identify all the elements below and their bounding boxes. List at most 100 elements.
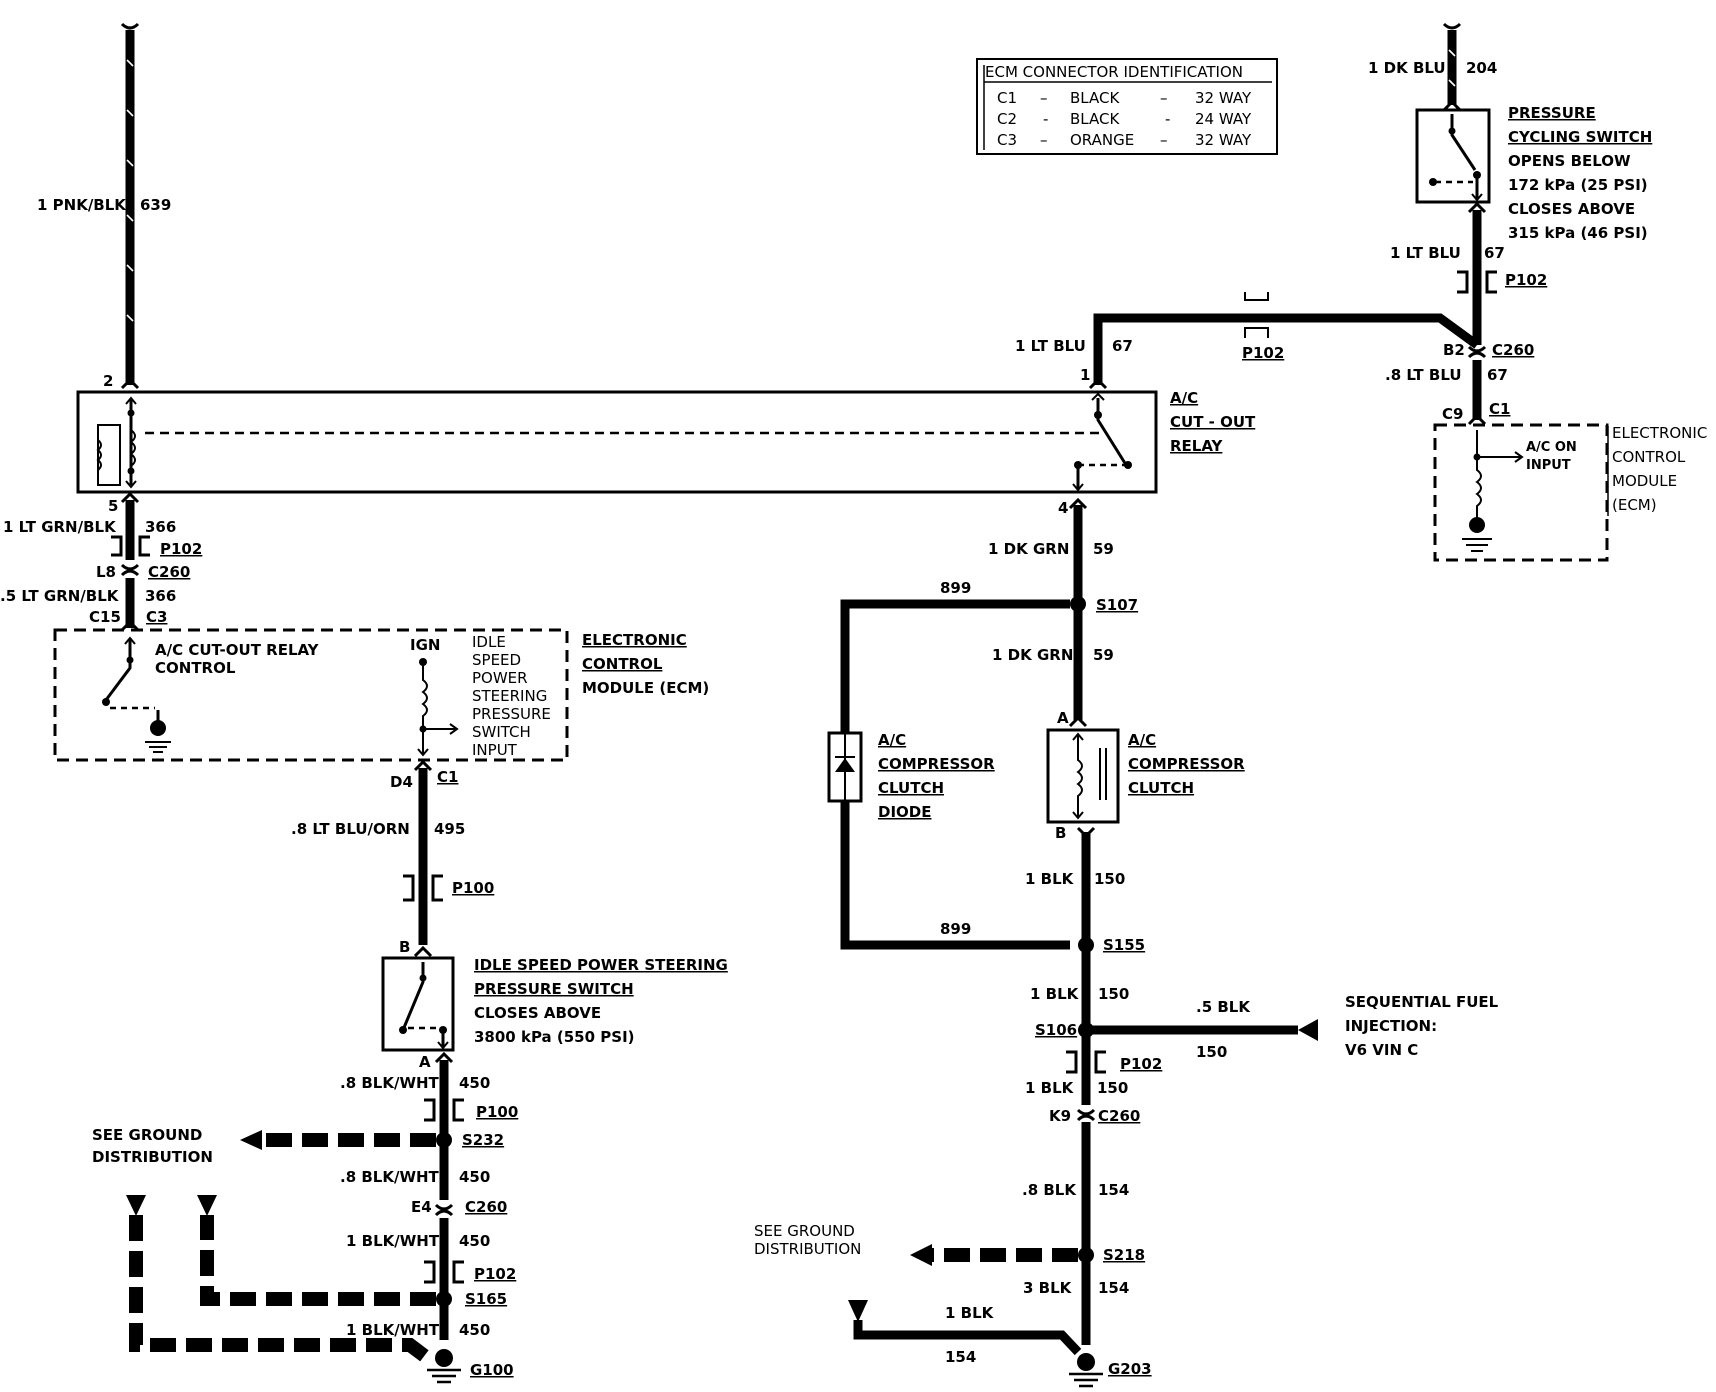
svg-text:S232: S232 [462, 1131, 504, 1149]
svg-text:150: 150 [1098, 985, 1129, 1003]
svg-text:150: 150 [1196, 1043, 1227, 1061]
svg-text:32 WAY: 32 WAY [1195, 89, 1252, 107]
ac-compressor-clutch-diode: A/C COMPRESSOR CLUTCH DIODE [827, 731, 995, 821]
ecm-table-row: C1 – BLACK – 32 WAY [997, 89, 1252, 107]
svg-text:C15: C15 [89, 608, 121, 626]
splice-s218 [1078, 1247, 1094, 1263]
svg-text:150: 150 [1094, 870, 1125, 888]
ground-g100: G100 [427, 1349, 514, 1384]
svg-text:G203: G203 [1108, 1360, 1152, 1378]
svg-text:IGN: IGN [410, 636, 440, 654]
relay-pin-5: 5 [108, 497, 118, 515]
ecm-table-row: C3 – ORANGE – 32 WAY [997, 131, 1252, 149]
svg-text:366: 366 [145, 587, 176, 605]
wire-366: 5 1 LT GRN/BLK 366 P102 L8 C260 .5 LT GR… [0, 491, 202, 632]
svg-text:P100: P100 [476, 1103, 518, 1121]
svg-text:C260: C260 [1098, 1107, 1140, 1125]
svg-text:366: 366 [145, 518, 176, 536]
svg-text:1 LT BLU: 1 LT BLU [1015, 337, 1086, 355]
svg-text:P102: P102 [1120, 1055, 1162, 1073]
svg-text:C9: C9 [1442, 405, 1463, 423]
connector-c3: C3 [146, 608, 167, 626]
svg-text:RELAY: RELAY [1170, 437, 1224, 455]
svg-text:CLOSES ABOVE: CLOSES ABOVE [474, 1004, 601, 1022]
connector-p100: P100 [452, 879, 494, 897]
svg-text:-: - [1165, 110, 1170, 128]
svg-text:SPEED: SPEED [472, 651, 521, 669]
svg-text:67: 67 [1487, 366, 1508, 384]
svg-text:172 kPa (25 PSI): 172 kPa (25 PSI) [1508, 176, 1648, 194]
svg-text:1 BLK/WHT: 1 BLK/WHT [346, 1232, 440, 1250]
svg-text:1 DK GRN: 1 DK GRN [992, 646, 1073, 664]
svg-text:ELECTRONIC: ELECTRONIC [1612, 424, 1707, 442]
svg-text:SEE GROUND: SEE GROUND [754, 1222, 855, 1240]
wire-204: 1 DK BLU 204 [1368, 22, 1497, 112]
svg-text:.8 LT BLU/ORN: .8 LT BLU/ORN [291, 820, 410, 838]
wire-450: .8 BLK/WHT 450 P100 S232 .8 BLK/WHT 450 … [340, 1051, 518, 1340]
svg-text:BLACK: BLACK [1070, 110, 1120, 128]
svg-text:PRESSURE: PRESSURE [472, 705, 551, 723]
svg-text:P102: P102 [1242, 344, 1284, 362]
svg-text:SEQUENTIAL FUEL: SEQUENTIAL FUEL [1345, 993, 1499, 1011]
svg-text:B: B [399, 938, 410, 956]
ac-compressor-clutch: A/C COMPRESSOR CLUTCH B [1046, 728, 1245, 842]
svg-text:1 LT BLU: 1 LT BLU [1390, 244, 1461, 262]
svg-text:450: 450 [459, 1074, 490, 1092]
svg-text:STEERING: STEERING [472, 687, 547, 705]
wire-639: 1 PNK/BLK 639 2 [37, 22, 171, 390]
ac-cut-out-relay: A/C CUT - OUT RELAY [76, 389, 1256, 494]
svg-text:CLUTCH: CLUTCH [878, 779, 944, 797]
splice-s165 [436, 1291, 452, 1307]
svg-text:A/C CUT-OUT RELAY: A/C CUT-OUT RELAY [155, 641, 320, 659]
svg-text:DIODE: DIODE [878, 803, 931, 821]
svg-text:1 BLK: 1 BLK [1030, 985, 1080, 1003]
svg-text:CONTROL: CONTROL [155, 659, 236, 677]
svg-text:C1: C1 [1489, 400, 1510, 418]
svg-text:.8 BLK/WHT: .8 BLK/WHT [340, 1074, 440, 1092]
svg-text:MODULE (ECM): MODULE (ECM) [582, 679, 709, 697]
svg-text:B2: B2 [1443, 341, 1465, 359]
relay-pin-4: 4 [1058, 499, 1068, 517]
svg-text:1 DK GRN: 1 DK GRN [988, 540, 1069, 558]
svg-text:OPENS BELOW: OPENS BELOW [1508, 152, 1631, 170]
svg-text:SWITCH: SWITCH [472, 723, 531, 741]
svg-text:67: 67 [1484, 244, 1505, 262]
svg-text:1 BLK/WHT: 1 BLK/WHT [346, 1321, 440, 1339]
svg-text:.8 BLK/WHT: .8 BLK/WHT [340, 1168, 440, 1186]
svg-text:COMPRESSOR: COMPRESSOR [878, 755, 995, 773]
svg-text:32 WAY: 32 WAY [1195, 131, 1252, 149]
svg-text:A/C: A/C [878, 731, 906, 749]
ground-distribution-left: SEE GROUND DISTRIBUTION [92, 1126, 436, 1366]
connector-p102: P102 [160, 540, 202, 558]
svg-text:G100: G100 [470, 1361, 514, 1379]
relay-pin-2: 2 [103, 372, 113, 390]
svg-text:–: – [1040, 89, 1048, 107]
svg-text:450: 450 [459, 1321, 490, 1339]
svg-text:-: - [1043, 110, 1048, 128]
svg-text:CONTROL: CONTROL [582, 655, 663, 673]
svg-text:IDLE: IDLE [472, 633, 506, 651]
svg-text:V6 VIN C: V6 VIN C [1345, 1041, 1418, 1059]
connector-c260: C260 [148, 563, 190, 581]
svg-text:A: A [419, 1053, 431, 1071]
svg-text:67: 67 [1112, 337, 1133, 355]
svg-text:24 WAY: 24 WAY [1195, 110, 1252, 128]
svg-text:ORANGE: ORANGE [1070, 131, 1134, 149]
svg-text:POWER: POWER [472, 669, 528, 687]
svg-text:1 BLK: 1 BLK [945, 1304, 995, 1322]
ecm-right: A/C ON INPUT ELECTRONIC CONTROL MODULE (… [1433, 423, 1707, 562]
wire-59: 4 1 DK GRN 59 S107 1 DK GRN 59 A [988, 497, 1138, 728]
svg-text:A/C: A/C [1170, 389, 1198, 407]
svg-text:–: – [1040, 131, 1048, 149]
svg-text:1 LT GRN/BLK: 1 LT GRN/BLK [3, 518, 117, 536]
svg-text:IDLE SPEED POWER STEERING: IDLE SPEED POWER STEERING [474, 956, 728, 974]
wire-67: 1 LT BLU 67 P102 1 LT BLU 67 P102 1 B2 C… [1015, 201, 1547, 426]
svg-text:899: 899 [940, 579, 971, 597]
svg-text:DISTRIBUTION: DISTRIBUTION [754, 1240, 861, 1258]
wire-495: D4 C1 .8 LT BLU/ORN 495 P100 B [291, 759, 494, 958]
relay-pin-1: 1 [1080, 366, 1090, 384]
svg-text:DISTRIBUTION: DISTRIBUTION [92, 1148, 213, 1166]
svg-text:CONTROL: CONTROL [1612, 448, 1686, 466]
svg-text:–: – [1160, 131, 1168, 149]
